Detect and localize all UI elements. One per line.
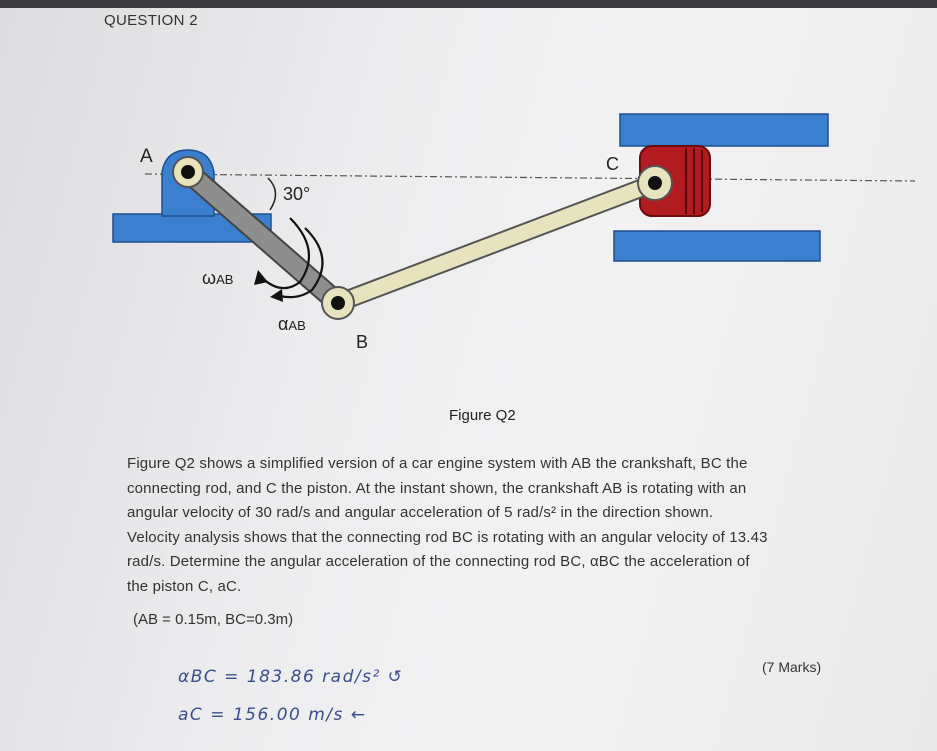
paragraph-line-1: Figure Q2 shows a simplified version of … bbox=[127, 455, 748, 472]
alpha-symbol: α bbox=[278, 314, 289, 334]
reference-dashed-line bbox=[144, 173, 916, 182]
label-b: B bbox=[356, 332, 369, 352]
paragraph-line-4: Velocity analysis shows that the connect… bbox=[127, 528, 768, 546]
label-alpha-ab: αAB bbox=[278, 314, 306, 335]
marks-label: (7 Marks) bbox=[762, 659, 822, 675]
label-c: C bbox=[606, 154, 619, 174]
figure-caption: Figure Q2 bbox=[449, 407, 516, 424]
paragraph-line-6: the piston C, aC. bbox=[127, 577, 242, 595]
connecting-rod-bc-fill bbox=[330, 175, 663, 311]
handwritten-answer-alpha: αBC = 183.86 rad/s² ↺ bbox=[178, 667, 404, 687]
paragraph-line-2: connecting rod, and C the piston. At the… bbox=[127, 479, 747, 497]
problem-paragraph: Figure Q2 shows a simplified version of … bbox=[127, 452, 852, 599]
given-values: (AB = 0.15m, BC=0.3m) bbox=[133, 611, 294, 628]
alpha-subscript: AB bbox=[288, 318, 306, 333]
omega-symbol: ω bbox=[202, 268, 217, 288]
label-omega-ab: ωAB bbox=[202, 268, 233, 289]
top-band bbox=[0, 0, 937, 8]
cylinder-wall-bottom bbox=[613, 230, 821, 262]
cylinder-wall-top bbox=[619, 113, 829, 147]
omega-subscript: AB bbox=[216, 272, 234, 287]
handwritten-answer-accel: aC = 156.00 m/s ← bbox=[178, 705, 367, 725]
figure-q2-diagram bbox=[112, 113, 916, 320]
label-angle: 30° bbox=[283, 184, 311, 204]
alpha-ab-arrowhead bbox=[270, 289, 283, 302]
omega-ab-arc-arrow bbox=[261, 217, 310, 290]
alpha-ab-arc-arrow bbox=[279, 227, 324, 299]
paragraph-line-5: rad/s. Determine the angular acceleratio… bbox=[127, 553, 750, 570]
crank-ab-rod-fill bbox=[179, 163, 347, 312]
label-a: A bbox=[140, 146, 153, 167]
question-title: QUESTION 2 bbox=[104, 12, 198, 29]
angle-arc-30 bbox=[267, 177, 277, 211]
paragraph-line-3: angular velocity of 30 rad/s and angular… bbox=[127, 504, 714, 521]
omega-ab-arrowhead bbox=[254, 270, 268, 285]
